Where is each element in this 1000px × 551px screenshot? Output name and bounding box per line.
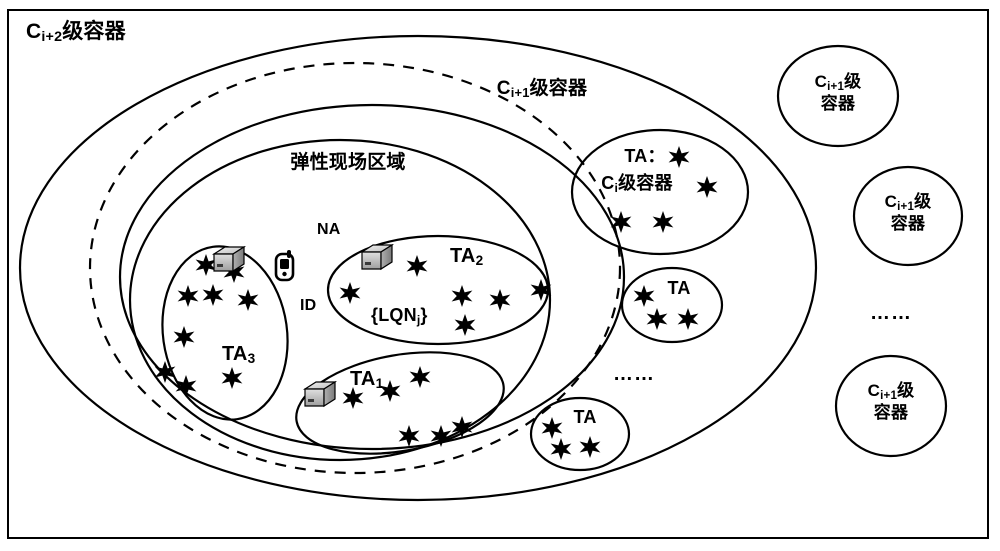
outer-frame xyxy=(7,9,989,539)
outer-container-label-suffix: 级容器 xyxy=(62,19,126,43)
star-node-ta3-5 xyxy=(173,326,195,348)
ta2-label-sub: 2 xyxy=(475,252,484,268)
outer-container-label-prefix: C xyxy=(26,20,42,43)
ci1-c-prefix: C xyxy=(867,381,881,400)
star-node-ta2-2 xyxy=(451,285,473,307)
ci1-b-prefix: C xyxy=(884,192,898,211)
ta1-label: TA1 xyxy=(350,368,384,391)
ta3-ellipse xyxy=(161,245,289,421)
star-node-ta_mid-2 xyxy=(677,308,699,330)
ta2-label: TA2 xyxy=(450,245,484,268)
star-node-ta_low-2 xyxy=(579,436,601,458)
star-node-ta2-0 xyxy=(406,255,428,277)
star-node-ta_ci-0 xyxy=(668,146,690,168)
outer-container-label: Ci+2级容器 xyxy=(26,19,126,46)
ci1-container-ellipse-b xyxy=(852,165,964,267)
ta3-label-sub: 3 xyxy=(247,350,256,366)
ci1-container-label-b-line1: Ci+1级 xyxy=(884,192,932,213)
ci1-a-sub: i+1 xyxy=(827,80,845,93)
ci1-a-prefix: C xyxy=(814,72,828,91)
mid-container-label-prefix: C xyxy=(496,78,511,99)
lqn-label: {LQNj} xyxy=(371,305,428,327)
star-node-ta2-3 xyxy=(489,289,511,311)
ci1-b-sub: i+1 xyxy=(897,200,915,213)
3d-server-box-icon-ta1 xyxy=(302,380,338,408)
star-node-ta_low-1 xyxy=(550,438,572,460)
star-node-ta3-8 xyxy=(221,367,243,389)
ci1-a-suffix: 级 xyxy=(844,72,862,92)
ellipsis-right: …… xyxy=(870,302,912,324)
star-node-ta3-2 xyxy=(177,285,199,307)
ta1-ellipse xyxy=(295,351,505,455)
ta-ci-container-label-line2: Ci级容器 xyxy=(601,173,673,195)
mid-container-label-sub: i+1 xyxy=(510,84,530,100)
ci1-container-label-a-line1: Ci+1级 xyxy=(814,72,862,93)
mid-container-label-suffix: 级容器 xyxy=(529,77,588,99)
outer-container-label-sub: i+2 xyxy=(41,29,63,46)
star-node-ta_ci-3 xyxy=(652,211,674,233)
3d-server-box-icon-na xyxy=(359,243,395,271)
star-node-ta_low-0 xyxy=(541,417,563,439)
ta-middle-label: TA xyxy=(667,278,691,298)
ellipsis-center: …… xyxy=(613,363,655,385)
ta1-label-base: TA xyxy=(350,368,376,390)
lqn-label-open: {LQN xyxy=(371,305,417,325)
ta3-label-base: TA xyxy=(222,343,248,365)
ci1-container-ellipse-a xyxy=(776,44,900,148)
star-node-ta1-0 xyxy=(409,366,431,388)
lqn-label-close: } xyxy=(420,305,428,325)
star-node-ta_mid-1 xyxy=(646,308,668,330)
elastic-field-ellipse xyxy=(128,138,552,462)
star-node-ta3-0 xyxy=(195,254,217,276)
ci1-container-label-a-line2: 容器 xyxy=(820,94,856,114)
lqn-label-sub: j xyxy=(416,312,421,327)
ta3-label: TA3 xyxy=(222,343,256,366)
star-node-ta3-4 xyxy=(237,289,259,311)
id-label: ID xyxy=(300,297,317,314)
ci1-c-suffix: 级 xyxy=(897,381,915,401)
ta2-label-base: TA xyxy=(450,245,476,267)
ci1-container-ellipse-c xyxy=(834,354,948,458)
ta-lower-label: TA xyxy=(573,407,597,427)
ta-ci-label-prefix: C xyxy=(601,173,615,193)
outer-container-ellipse xyxy=(18,34,818,502)
na-label: NA xyxy=(317,221,341,238)
ci1-b-suffix: 级 xyxy=(914,192,932,212)
elastic-field-label: 弹性现场区域 xyxy=(290,151,406,173)
mid-container-ellipse xyxy=(118,103,626,451)
ta2-ellipse xyxy=(326,234,550,346)
star-node-ta3-3 xyxy=(202,284,224,306)
star-node-ta2-5 xyxy=(454,314,476,336)
ci1-container-label-c-line2: 容器 xyxy=(873,403,909,423)
ta-middle-ellipse xyxy=(620,266,724,344)
star-node-ta_ci-1 xyxy=(696,176,718,198)
ci1-c-sub: i+1 xyxy=(880,389,898,402)
star-node-ta1-3 xyxy=(398,425,420,447)
3d-server-box-icon-ta3 xyxy=(211,245,247,273)
star-node-ta2-1 xyxy=(339,282,361,304)
mobile-phone-icon xyxy=(274,250,295,282)
ci1-container-label-b-line2: 容器 xyxy=(890,214,926,234)
mid-container-label: Ci+1级容器 xyxy=(496,77,588,100)
ta-lower-ellipse xyxy=(529,396,631,472)
ta1-label-sub: 1 xyxy=(375,375,384,391)
star-node-ta_mid-0 xyxy=(633,285,655,307)
ta-ci-label-sub: i xyxy=(614,180,619,195)
ta-ci-label-suffix: 级容器 xyxy=(618,173,673,194)
dashed-boundary-ellipse xyxy=(88,61,622,475)
ci1-container-label-c-line1: Ci+1级 xyxy=(867,381,915,402)
ta-ci-container-ellipse xyxy=(570,128,750,256)
ta-ci-container-label-line1: TA： xyxy=(624,146,666,166)
